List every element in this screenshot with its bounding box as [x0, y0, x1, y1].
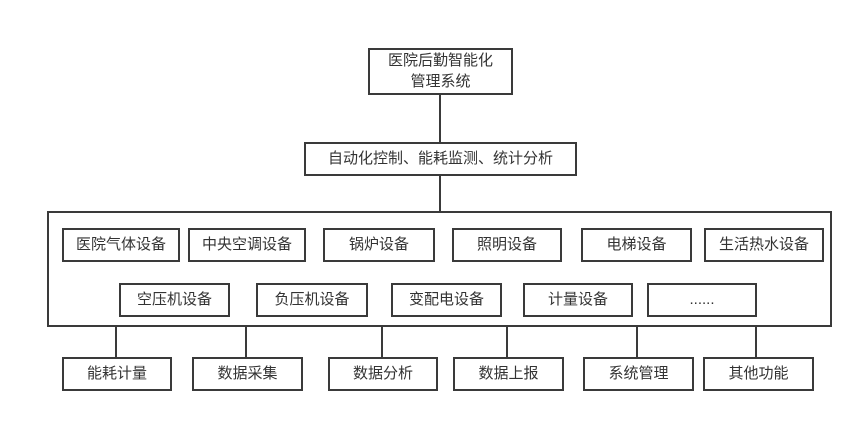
connector-group-to-other-functions [755, 327, 757, 357]
node-lighting-equipment: 照明设备 [452, 228, 562, 262]
node-automation-control: 自动化控制、能耗监测、统计分析 [304, 142, 577, 176]
connector-group-to-data-reporting [506, 327, 508, 357]
connector-root-to-control [439, 95, 441, 142]
node-boiler-equipment: 锅炉设备 [323, 228, 435, 262]
node-data-analysis: 数据分析 [328, 357, 438, 391]
node-power-distribution-equipment: 变配电设备 [391, 283, 502, 317]
node-hospital-gas-equipment: 医院气体设备 [62, 228, 180, 262]
node-hospital-logistics-system: 医院后勤智能化 管理系统 [368, 48, 513, 95]
node-data-collection: 数据采集 [192, 357, 303, 391]
node-energy-metering: 能耗计量 [62, 357, 172, 391]
node-central-ac-equipment: 中央空调设备 [188, 228, 306, 262]
node-negative-pressure-equipment: 负压机设备 [256, 283, 368, 317]
connector-group-to-system-management [636, 327, 638, 357]
node-air-compressor-equipment: 空压机设备 [119, 283, 230, 317]
connector-group-to-data-collection [245, 327, 247, 357]
connector-control-to-group [439, 176, 441, 211]
node-hot-water-equipment: 生活热水设备 [704, 228, 824, 262]
node-system-management: 系统管理 [583, 357, 694, 391]
equipment-group-box: 医院气体设备 中央空调设备 锅炉设备 照明设备 电梯设备 生活热水设备 空压机设… [47, 211, 832, 327]
node-more-equipment-ellipsis: ...... [647, 283, 757, 317]
node-metering-equipment: 计量设备 [523, 283, 633, 317]
node-other-functions: 其他功能 [703, 357, 814, 391]
connector-group-to-data-analysis [381, 327, 383, 357]
node-data-reporting: 数据上报 [453, 357, 564, 391]
node-elevator-equipment: 电梯设备 [581, 228, 692, 262]
connector-group-to-energy-metering [115, 327, 117, 357]
